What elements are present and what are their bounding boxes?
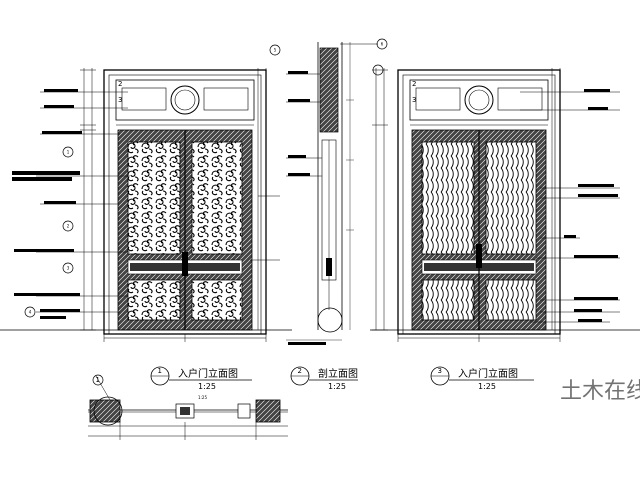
door-handle-1	[182, 252, 188, 276]
transom-medallion-3	[464, 85, 494, 115]
svg-text:6: 6	[381, 42, 384, 47]
grille-right-1	[191, 141, 243, 255]
view-number: 1	[158, 367, 162, 375]
dimension-chain-bottom	[103, 334, 561, 342]
bottom-panel-left-1	[127, 279, 181, 321]
svg-text:3: 3	[412, 96, 416, 104]
leader-text-right-3	[564, 89, 618, 322]
svg-text:5: 5	[274, 48, 277, 53]
transom-3	[409, 79, 549, 121]
callout-marker	[24, 38, 388, 386]
callout-numbers: 1 2 3 4 5 6	[29, 42, 384, 315]
view-title: 入户门立面图	[178, 367, 238, 380]
view-title-1: 1 入户门立面图 1:25	[150, 366, 252, 391]
plan-number: 1	[96, 376, 100, 384]
view-title-3: 3 入户门立面图 1:25	[430, 366, 534, 391]
svg-text:3: 3	[67, 266, 70, 271]
panel-marks-1: 2 3	[118, 80, 122, 104]
leader-text-left-1	[12, 89, 82, 319]
watermark: 土木在线	[560, 379, 640, 404]
svg-text:2: 2	[67, 224, 70, 229]
svg-text:3: 3	[118, 96, 122, 104]
view-number: 2	[298, 367, 302, 375]
view-title-2: 2 剖立面图 1:25	[290, 366, 358, 391]
plan-jamb-left	[89, 399, 121, 423]
view-number: 3	[438, 367, 442, 375]
grille-left-1	[127, 141, 181, 255]
elevation-3	[370, 69, 640, 335]
view-scale: 1:25	[478, 382, 496, 391]
bottom-panel-right-3	[485, 279, 537, 321]
plan-view: 1 1:25	[88, 375, 288, 440]
svg-text:2: 2	[412, 80, 416, 88]
door-handle-3	[476, 244, 482, 268]
view-title: 剖立面图	[318, 367, 358, 380]
section-detail-circle	[317, 307, 343, 333]
glass-panel-right-3	[485, 141, 537, 255]
panel-marks-3: 2 3	[412, 80, 416, 104]
dimension-chain-left-1	[80, 68, 267, 331]
bottom-panel-left-3	[421, 279, 475, 321]
plan-jamb-right	[255, 399, 281, 423]
view-scale: 1:25	[328, 382, 346, 391]
dimension-chain-3	[372, 68, 561, 331]
glass-panel-left-3	[421, 141, 475, 255]
transom-1	[115, 79, 255, 121]
section-view-2	[286, 42, 378, 345]
svg-text:1: 1	[67, 150, 70, 155]
elevation-1	[0, 69, 292, 335]
bottom-panel-right-1	[191, 279, 243, 321]
svg-text:4: 4	[29, 310, 32, 315]
view-title: 入户门立面图	[458, 367, 518, 380]
svg-text:2: 2	[118, 80, 122, 88]
plan-scale: 1:25	[198, 395, 207, 400]
transom-medallion-1	[170, 85, 200, 115]
view-scale: 1:25	[198, 382, 216, 391]
